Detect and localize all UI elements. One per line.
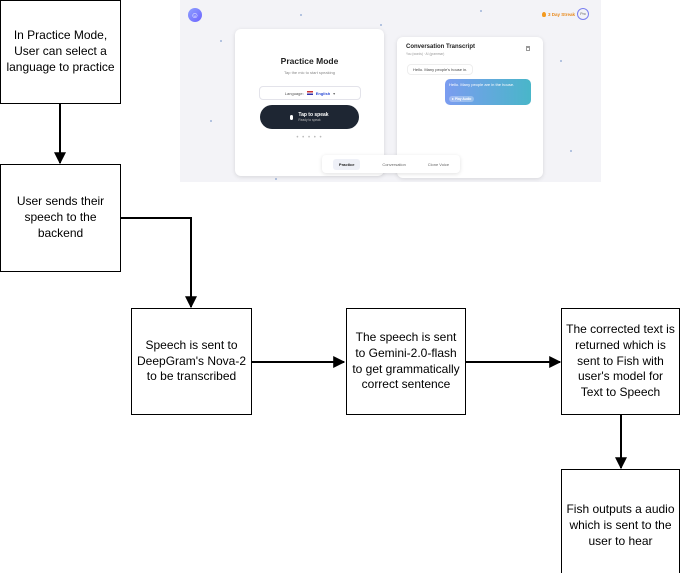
node-gemini: The speech is sent to Gemini-2.0-flash t… [346,308,466,415]
background-dot [220,40,222,42]
tab-clone-voice[interactable]: Clone Voice [427,161,450,167]
background-dot [380,24,382,26]
practice-title: Practice Mode [280,56,339,66]
transcript-title: Conversation Transcript [406,44,476,50]
node-fish-output-text: Fish outputs a audio which is sent to th… [566,502,675,548]
language-value: English [315,90,331,96]
node-send-speech-text: User sends their speech to the backend [16,194,105,240]
app-logo-icon[interactable]: ☺ [188,8,202,22]
node-gemini-text: The speech is sent to Gemini-2.0-flash t… [352,329,460,392]
ai-message-text: Hello. Many people are in the house. [449,82,515,87]
ai-message: Hello. Many people are in the house. Pla… [445,79,531,105]
node-deepgram: Speech is sent to DeepGram's Nova-2 to b… [131,308,252,415]
microphone-icon [290,114,294,120]
transcript-subtitle: You (words) · AI (grammar) [406,52,445,56]
node-deepgram-text: Speech is sent to DeepGram's Nova-2 to b… [137,337,246,384]
play-audio-label: Play Audio [455,97,472,101]
background-dot [300,14,302,16]
profile-icon[interactable]: Pro [577,8,589,20]
chevron-down-icon: ▾ [333,90,336,96]
tab-practice[interactable]: Practice [332,158,361,170]
background-dot [560,60,562,62]
streak-label: 3 Day Streak [547,12,575,17]
node-send-speech: User sends their speech to the backend [0,164,121,272]
arrow-send-to-deepgram [120,217,197,309]
background-dot [210,120,212,122]
tap-button-label: Tap to speak [298,112,329,118]
transcript-card: Conversation Transcript You (words) · AI… [397,37,543,178]
tap-to-speak-button[interactable]: Tap to speak Ready to speak [260,105,359,129]
flag-icon [306,91,313,95]
trash-icon[interactable] [526,46,530,51]
play-icon [452,98,454,100]
node-language-select: In Practice Mode, User can select a lang… [0,0,121,104]
node-fish-tts: The corrected text is returned which is … [561,308,680,415]
loading-dots: • • • • • [296,135,323,141]
mode-tabs: Practice Conversation Clone Voice [322,155,460,173]
streak-badge: 3 Day Streak [541,12,575,17]
tab-conversation[interactable]: Conversation [382,161,406,167]
language-label: Language: [284,90,304,96]
node-fish-output: Fish outputs a audio which is sent to th… [561,469,680,573]
background-dot [275,178,277,180]
fire-icon [541,12,546,17]
node-language-select-text: In Practice Mode, User can select a lang… [6,28,115,74]
practice-card: Practice Mode Tap the mic to start speak… [235,29,384,176]
language-select[interactable]: Language: English ▾ [259,86,361,100]
practice-subtitle: Tap the mic to start speaking [284,70,335,75]
user-message: Hello. Many people's house in. [407,64,474,75]
tap-button-sublabel: Ready to speak [298,118,321,122]
play-audio-button[interactable]: Play Audio [449,96,475,102]
background-dot [480,10,482,12]
node-fish-tts-text: The corrected text is returned which is … [566,321,675,400]
app-screenshot: ☺ 3 Day Streak Pro Practice Mode Tap the… [180,0,601,182]
background-dot [570,150,572,152]
